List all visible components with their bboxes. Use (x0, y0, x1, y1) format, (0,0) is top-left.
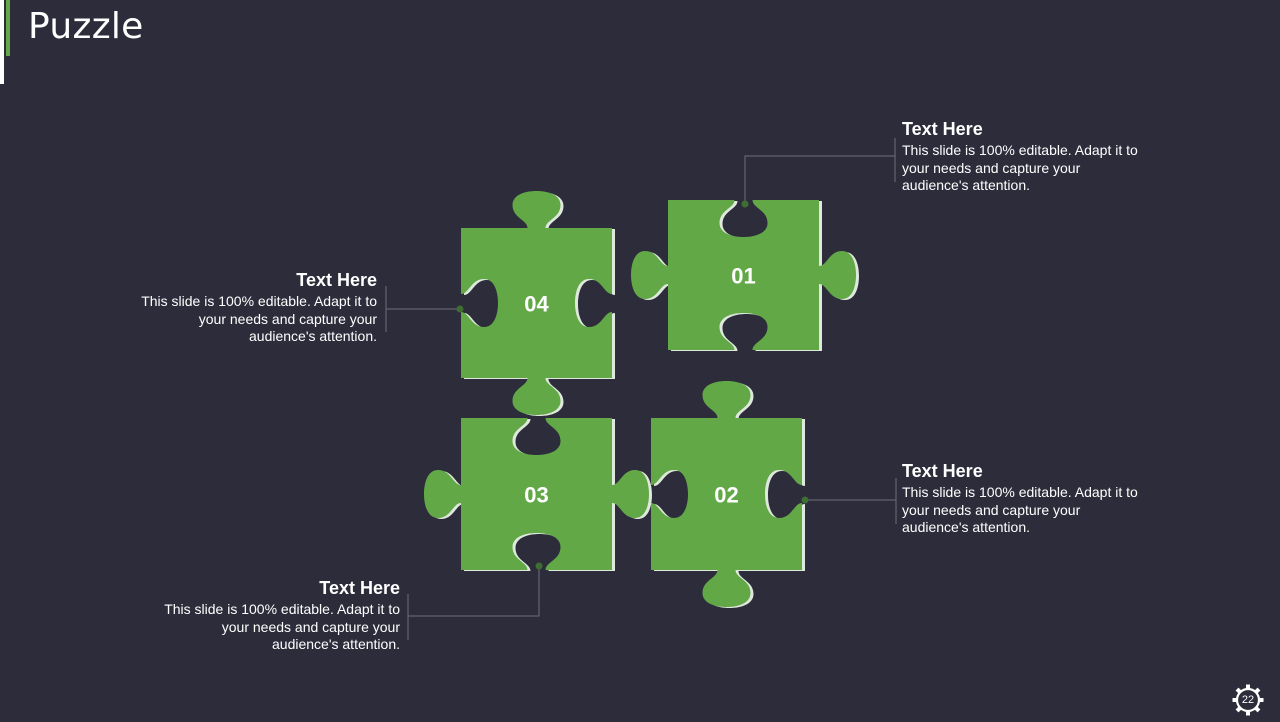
gear-tooth (1246, 684, 1250, 690)
leader-line-01 (744, 155, 895, 204)
page-title: Puzzle (28, 6, 144, 47)
piece-number: 03 (524, 483, 548, 508)
callout-body: This slide is 100% editable. Adapt it to… (164, 601, 400, 652)
leader-lines (385, 138, 897, 640)
title-accent-green (6, 0, 10, 56)
gear-tooth (1232, 698, 1238, 702)
piece-face (424, 418, 649, 570)
gear-icon (1232, 684, 1264, 716)
leader-dot (456, 305, 464, 313)
gear-tooth (1235, 687, 1242, 694)
puzzle-piece-04: 04 (461, 191, 615, 416)
callout-heading: Text Here (319, 578, 400, 598)
gear-tooth (1254, 706, 1261, 713)
puzzle-piece-03: 03 (424, 418, 652, 571)
callout-body: This slide is 100% editable. Adapt it to… (902, 484, 1138, 535)
callout-02: Text Here This slide is 100% editable. A… (902, 460, 1142, 537)
title-accent-white (0, 0, 4, 84)
callout-03: Text Here This slide is 100% editable. A… (158, 577, 400, 654)
leader-dot (535, 562, 543, 570)
piece-face (651, 381, 802, 607)
callout-heading: Text Here (902, 461, 983, 481)
puzzle-pieces: 01 02 03 04 (424, 191, 859, 608)
slide-number-badge: 22 (1231, 683, 1265, 717)
callout-body: This slide is 100% editable. Adapt it to… (141, 293, 377, 344)
leader-dot (801, 496, 809, 504)
gear-tooth (1235, 706, 1242, 713)
gear-tooth (1246, 710, 1250, 716)
leader-dot (741, 200, 749, 208)
piece-face (631, 200, 856, 350)
piece-number: 01 (731, 264, 755, 289)
callout-04: Text Here This slide is 100% editable. A… (135, 269, 377, 346)
callout-heading: Text Here (296, 270, 377, 290)
puzzle-piece-02: 02 (651, 381, 805, 608)
gear-tooth (1258, 698, 1264, 702)
piece-number: 04 (524, 292, 549, 317)
piece-number: 02 (714, 483, 738, 508)
callout-01: Text Here This slide is 100% editable. A… (902, 118, 1142, 195)
leader-line-03 (408, 566, 540, 617)
slide-number: 22 (1241, 694, 1255, 706)
piece-face (461, 191, 612, 415)
gear-tooth (1254, 687, 1261, 694)
callout-heading: Text Here (902, 119, 983, 139)
callout-body: This slide is 100% editable. Adapt it to… (902, 142, 1138, 193)
puzzle-piece-01: 01 (631, 200, 859, 351)
